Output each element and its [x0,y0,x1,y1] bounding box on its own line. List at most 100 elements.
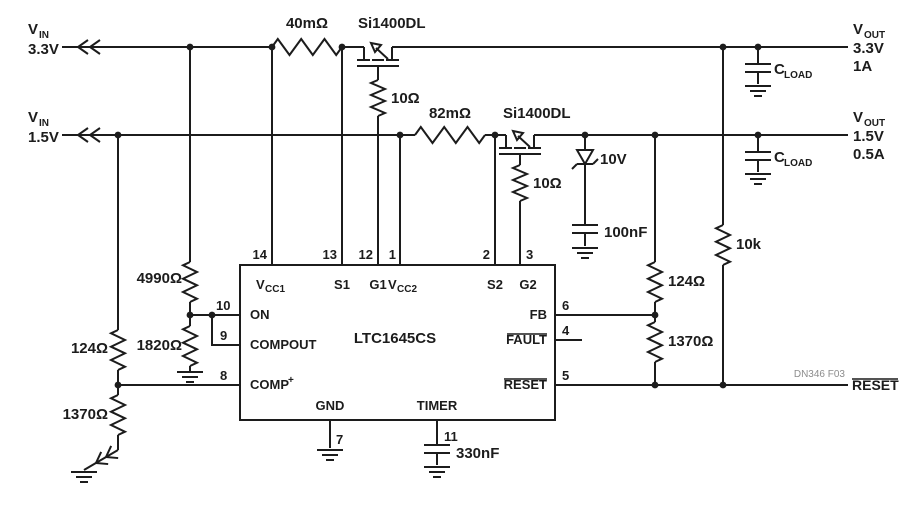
svg-text:1.5V: 1.5V [853,128,884,145]
ground-icon [177,371,203,383]
svg-text:C: C [774,149,785,166]
input-connector-arrow-icon [76,39,101,55]
label-cload-3v3: C LOAD [774,61,812,81]
svg-text:IN: IN [39,118,49,129]
pin-num-7: 7 [336,432,343,447]
label-1370-right: 1370Ω [668,333,713,350]
pin-num-9: 9 [220,328,227,343]
capacitor-100nf-icon [572,224,598,259]
label-100nf: 100nF [604,224,647,241]
label-10ohm-q2: 10Ω [533,175,562,192]
svg-text:+: + [288,375,294,386]
svg-text:LOAD: LOAD [784,158,812,169]
pin-num-8: 8 [220,368,227,383]
resistor-10ohm-q2-symbol [510,164,530,265]
rail-1v5-net [62,127,848,143]
cload-1v5-icon [745,135,771,185]
ground-icon [745,173,771,185]
mosfet-q2-icon [499,129,541,165]
pin-num-4: 4 [562,323,570,338]
svg-text:3.3V: 3.3V [28,41,59,58]
pin-label-reset: RESET [504,377,547,392]
label-10ohm-q1: 10Ω [391,90,420,107]
pin-num-2: 2 [483,247,490,262]
pin-label-timer: TIMER [417,398,458,413]
label-82mohm: 82mΩ [429,105,471,122]
svg-text:1A: 1A [853,58,872,75]
label-330nf: 330nF [456,445,499,462]
ground-icon [424,466,450,478]
pin-num-11: 11 [444,429,458,444]
resistor-10ohm-q1-symbol [368,79,388,265]
resistor-82mohm-symbol [414,125,486,145]
compout-tie-wire [211,315,240,346]
pin-label-s2: S2 [487,277,503,292]
svg-text:LOAD: LOAD [784,70,812,81]
pin-num-5: 5 [562,368,569,383]
ic-body [239,264,556,421]
label-vin-1v5: V IN 1.5V [28,109,59,146]
pin-num-3: 3 [526,247,533,262]
pin-num-10: 10 [216,298,230,313]
pin-label-vcc2: V CC2 [388,277,417,295]
pin-label-on: ON [250,307,270,322]
ic-part-name: LTC1645CS [354,330,436,347]
svg-text:0.5A: 0.5A [853,146,885,163]
label-reset-output: RESET [852,377,899,393]
svg-text:3.3V: 3.3V [853,40,884,57]
pin-label-compout: COMPOUT [250,337,317,352]
svg-text:IN: IN [39,30,49,41]
svg-text:OUT: OUT [864,118,885,129]
label-1370-left: 1370Ω [63,406,108,423]
ground-icon [572,247,598,259]
connector-arrow-icon [94,451,109,466]
label-q2: Si1400DL [503,105,571,122]
resistor-1370-right-symbol [645,321,665,385]
resistor-4990-symbol [180,47,200,315]
svg-text:V: V [853,109,863,126]
resistor-124-left-symbol [108,135,128,395]
label-10k: 10k [736,236,762,253]
pin-num-13: 13 [323,247,337,262]
pin-label-g2: G2 [519,277,536,292]
label-vout-1v5: V OUT 1.5V 0.5A [853,109,885,163]
svg-text:OUT: OUT [864,30,885,41]
svg-text:CC2: CC2 [397,284,417,295]
pin-num-1: 1 [389,247,396,262]
label-1820: 1820Ω [137,337,182,354]
pin-num-12: 12 [359,247,373,262]
connector-arrow-icon [104,445,119,460]
svg-text:V: V [28,21,38,38]
pin-label-g1: G1 [369,277,386,292]
gnd-pin-net [317,420,343,461]
wire-layer [62,37,898,483]
pin-num-6: 6 [562,298,569,313]
resistor-40mohm-symbol [271,37,343,57]
label-cload-1v5: C LOAD [774,149,812,169]
label-124-left: 124Ω [71,340,108,357]
svg-text:COMP: COMP [250,377,289,392]
label-zener: 10V [600,151,627,168]
label-40mohm: 40mΩ [286,15,328,32]
pin-label-comp-plus: COMP + [250,375,294,392]
svg-text:V: V [28,109,38,126]
junction-dots [114,43,762,389]
ground-icon [317,449,343,461]
pin-label-fb: FB [530,307,547,322]
pin-label-vcc1: V CC1 [256,277,285,295]
svg-text:V: V [853,21,863,38]
resistor-1370-left-symbol [71,394,128,483]
resistor-10k-symbol [713,47,733,385]
figure-note: DN346 F03 [794,369,846,380]
ground-icon [745,85,771,97]
input-connector-arrow-icon [76,127,101,143]
svg-text:V: V [256,277,265,292]
timer-net [424,420,450,478]
mosfet-q1-icon [357,41,399,80]
text-layer: V IN 3.3V V IN 1.5V V OUT 3.3V 1A V OUT … [28,15,899,462]
resistor-124-right-symbol [645,135,665,322]
label-124-right: 124Ω [668,273,705,290]
svg-text:CC1: CC1 [265,284,285,295]
